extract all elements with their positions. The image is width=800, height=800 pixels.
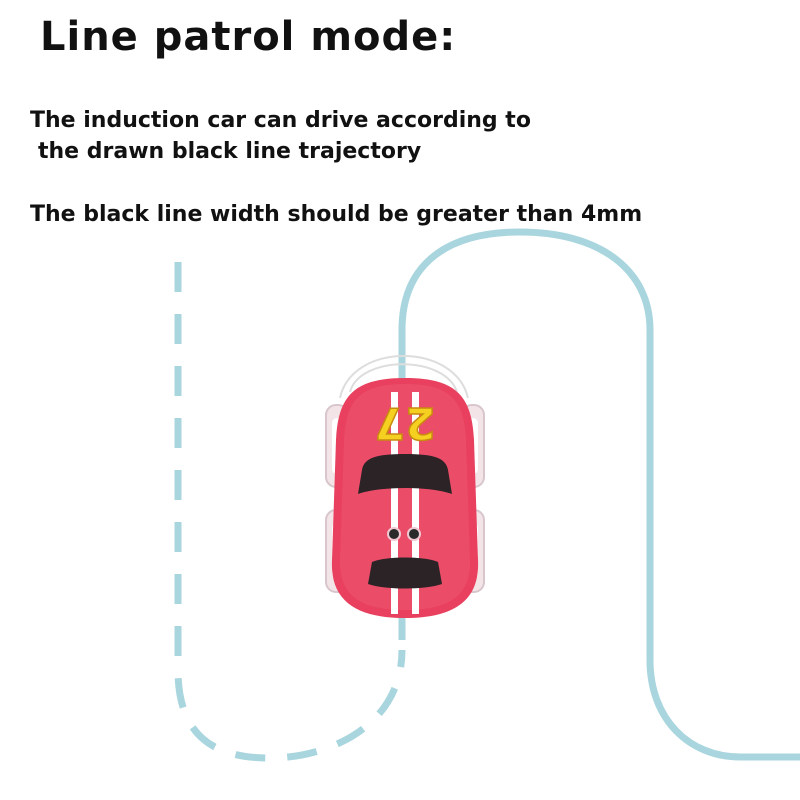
toy-car: 27: [325, 378, 485, 618]
solid-track-line: [398, 228, 800, 761]
dashed-track-line: [174, 262, 406, 762]
racing-stripe-left: [391, 392, 398, 614]
page-title: Line patrol mode:: [40, 14, 457, 60]
car-number: 27: [374, 397, 435, 448]
racing-stripe-right: [412, 392, 419, 614]
description-line-2: the drawn black line trajectory: [38, 139, 422, 164]
description-line-1: The induction car can drive according to: [30, 108, 531, 133]
rear-window: [368, 557, 442, 589]
sensor-lens-left: [387, 527, 401, 541]
sensor-waves: [339, 355, 469, 399]
sensor-lens-right: [407, 527, 421, 541]
windshield: [358, 454, 452, 494]
description-line-3: The black line width should be greater t…: [30, 202, 643, 227]
